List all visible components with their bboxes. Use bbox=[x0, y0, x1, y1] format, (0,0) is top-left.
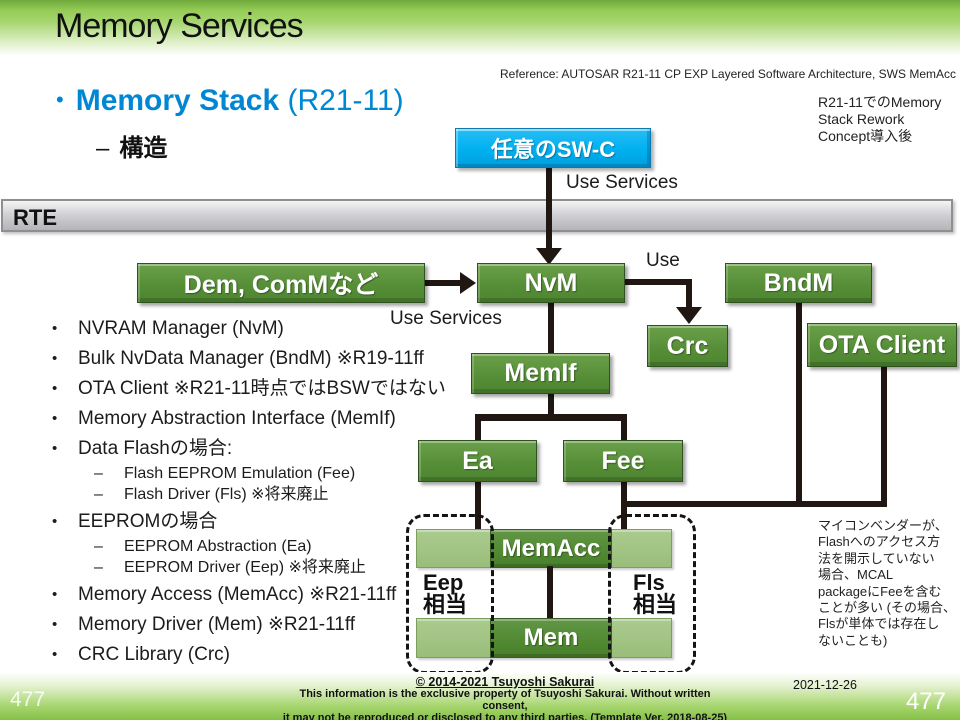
use-services-left-label: Use Services bbox=[390, 308, 502, 329]
box-fee: Fee bbox=[563, 440, 683, 482]
note-bottom-right: マイコンベンダーが、 Flashへのアクセス方 法を開示していない 場合、MCA… bbox=[818, 518, 956, 648]
list-item-text: NVRAM Manager (NvM) bbox=[78, 318, 284, 339]
bullet-list: • NVRAM Manager (NvM) • Bulk NvData Manage… bbox=[52, 318, 446, 674]
box-memacc: MemAcc bbox=[490, 529, 612, 568]
connector-memif-down bbox=[548, 393, 554, 418]
box-bndm: BndM bbox=[725, 263, 872, 303]
dash-icon: – bbox=[94, 486, 103, 503]
box-ota-client: OTA Client bbox=[807, 323, 957, 367]
dash-icon: – bbox=[94, 559, 103, 576]
list-item: – EEPROM Driver (Eep) ※将来廃止 bbox=[94, 558, 444, 578]
eep-label: Eep 相当 bbox=[423, 570, 468, 617]
rte-label: RTE bbox=[13, 205, 57, 230]
bullet-icon: • bbox=[52, 440, 58, 457]
box-nvm: NvM bbox=[477, 263, 625, 303]
list-item: • Memory Driver (Mem) ※R21-11ff bbox=[52, 614, 444, 636]
connector-swc-to-nvm bbox=[546, 168, 552, 250]
list-item-text: Bulk NvData Manager (BndM) ※R19-11ff bbox=[78, 348, 424, 369]
footer-center: © 2014-2021 Tsuyoshi Sakurai This inform… bbox=[280, 675, 730, 720]
bullet-icon: • bbox=[52, 513, 58, 530]
connector-junction-horizontal bbox=[621, 501, 887, 507]
page-number-right: 477 bbox=[905, 688, 946, 715]
note-top-right: R21-11でのMemory Stack Rework Concept導入後 bbox=[818, 94, 942, 144]
connector-memacc-to-mem bbox=[547, 566, 553, 618]
list-item: • Memory Abstraction Interface (MemIf) bbox=[52, 408, 444, 430]
use-label: Use bbox=[646, 250, 680, 271]
bullet-icon: • bbox=[52, 586, 58, 603]
bullet-icon: • bbox=[52, 616, 58, 633]
connector-nvm-to-memif bbox=[548, 301, 554, 354]
fls-label: Fls 相当 bbox=[633, 570, 678, 617]
box-dem-comm: Dem, ComMなど bbox=[137, 263, 425, 303]
confidential-line-1: This information is the exclusive proper… bbox=[299, 688, 711, 712]
connector-nvm-to-crc bbox=[686, 279, 692, 310]
arrow-down-nvm-icon bbox=[536, 248, 562, 265]
connector-branch-to-ea bbox=[475, 414, 481, 441]
subheading-text: 構造 bbox=[119, 135, 168, 162]
list-item: • CRC Library (Crc) bbox=[52, 644, 444, 666]
list-item-text: EEPROM Abstraction (Ea) bbox=[124, 538, 312, 555]
dash-icon: – bbox=[94, 538, 103, 555]
heading-main: Memory Stack bbox=[75, 84, 280, 117]
connector-branch-to-fee bbox=[621, 414, 627, 441]
list-item-text: Memory Abstraction Interface (MemIf) bbox=[78, 408, 396, 429]
connector-bndm-down bbox=[796, 301, 802, 507]
list-item: • OTA Client ※R21-11時点ではBSWではない bbox=[52, 378, 446, 400]
list-item: – EEPROM Abstraction (Ea) bbox=[94, 537, 444, 557]
arrow-right-nvm-icon bbox=[460, 272, 476, 294]
list-item-text: Data Flashの場合: bbox=[78, 438, 233, 459]
bullet-icon: • bbox=[52, 380, 58, 397]
list-item-text: Memory Access (MemAcc) ※R21-11ff bbox=[78, 584, 397, 605]
heading-suffix: (R21-11) bbox=[279, 84, 404, 117]
connector-dem-to-nvm bbox=[424, 280, 462, 286]
connector-ota-down bbox=[881, 366, 887, 507]
box-mem: Mem bbox=[490, 618, 612, 658]
connector-branch-horizontal bbox=[475, 414, 627, 421]
list-item-text: Flash EEPROM Emulation (Fee) bbox=[124, 465, 356, 482]
date-label: 2021-12-26 bbox=[793, 678, 857, 692]
bullet-icon: • bbox=[52, 410, 58, 427]
list-item-text: CRC Library (Crc) bbox=[78, 644, 230, 665]
heading: • Memory Stack (R21-11) bbox=[56, 84, 404, 118]
connector-ea-to-memacc bbox=[475, 481, 481, 529]
confidential-line-2: it may not be reproduced or disclosed to… bbox=[282, 711, 728, 720]
bullet-icon: • bbox=[52, 320, 58, 337]
list-item: • Bulk NvData Manager (BndM) ※R19-11ff bbox=[52, 348, 444, 370]
list-item: – Flash Driver (Fls) ※将来廃止 bbox=[94, 485, 444, 505]
bullet-icon: • bbox=[52, 350, 58, 367]
bullet-icon: • bbox=[52, 646, 58, 663]
swc-box: 任意のSW-C bbox=[455, 128, 651, 168]
list-item: • Data Flashの場合: bbox=[52, 438, 444, 460]
use-services-top-label: Use Services bbox=[566, 172, 678, 193]
copyright-line: © 2014-2021 Tsuyoshi Sakurai bbox=[415, 675, 595, 689]
list-item-text: Flash Driver (Fls) ※将来廃止 bbox=[124, 486, 329, 503]
box-memif: MemIf bbox=[471, 353, 610, 394]
footer: 477 © 2014-2021 Tsuyoshi Sakurai This in… bbox=[0, 672, 960, 720]
page-number-left: 477 bbox=[10, 688, 46, 711]
list-item-text: Memory Driver (Mem) ※R21-11ff bbox=[78, 614, 356, 635]
subheading-dash-icon: – bbox=[96, 135, 110, 162]
subheading: –構造 bbox=[96, 128, 167, 163]
reference-line: Reference: AUTOSAR R21-11 CP EXP Layered… bbox=[500, 67, 956, 81]
list-item: • NVRAM Manager (NvM) bbox=[52, 318, 444, 340]
box-ea: Ea bbox=[418, 440, 537, 482]
list-item: • Memory Access (MemAcc) ※R21-11ff bbox=[52, 584, 444, 606]
list-item-text: OTA Client ※R21-11時点ではBSWではない bbox=[78, 378, 446, 399]
connector-nvm-right bbox=[625, 279, 692, 285]
box-crc: Crc bbox=[647, 325, 728, 367]
list-item: • EEPROMの場合 bbox=[52, 511, 444, 533]
list-item-text: EEPROM Driver (Eep) ※将来廃止 bbox=[124, 559, 366, 576]
title-bar: Memory Services bbox=[0, 0, 960, 56]
dash-icon: – bbox=[94, 465, 103, 482]
heading-bullet-icon: • bbox=[56, 87, 64, 112]
slide-title: Memory Services bbox=[55, 7, 304, 45]
arrow-down-crc-icon bbox=[676, 307, 702, 324]
rte-layer-bar: RTE bbox=[1, 199, 953, 232]
list-item: – Flash EEPROM Emulation (Fee) bbox=[94, 464, 444, 484]
list-item-text: EEPROMの場合 bbox=[78, 511, 218, 532]
